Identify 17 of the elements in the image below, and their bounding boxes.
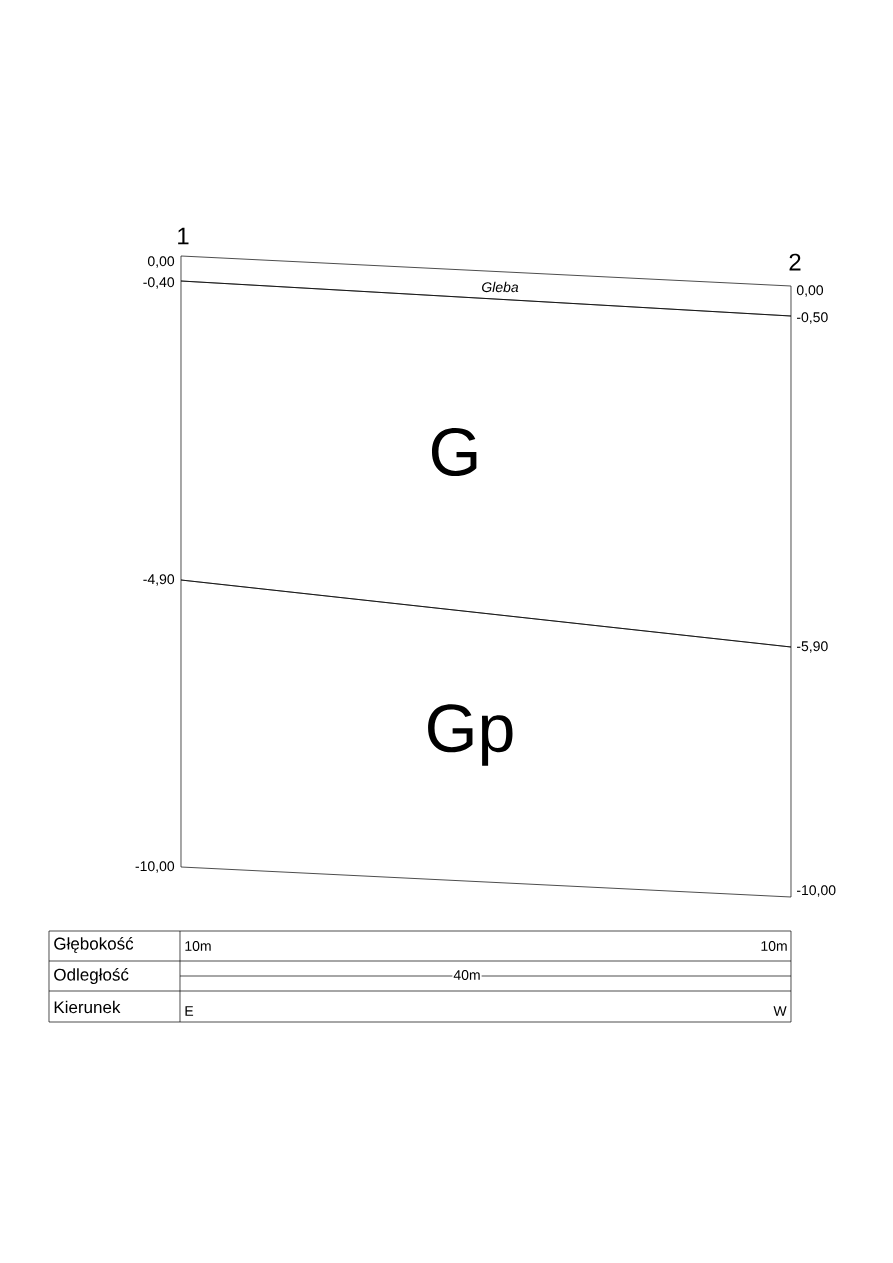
table-value: E <box>185 1006 194 1016</box>
depth-label: 0,00 <box>147 256 175 268</box>
row-header: Odległość <box>54 968 129 985</box>
row-header: Kierunek <box>54 1000 121 1014</box>
depth-label: 0,00 <box>796 285 824 297</box>
borehole-number: 2 <box>789 253 801 271</box>
distance-label: 40m <box>452 969 482 981</box>
depth-label: -4,90 <box>143 574 175 586</box>
table-value: 10m <box>185 941 211 951</box>
table-value: W <box>773 1006 787 1016</box>
table-value: 10m <box>761 941 787 951</box>
row-header: Głębokość <box>54 937 134 954</box>
soil-layer: Gp <box>180 579 792 898</box>
depth-label: -5,90 <box>797 641 828 653</box>
depth-label: -0,40 <box>143 277 175 289</box>
borehole-number: 1 <box>178 227 189 245</box>
depth-label: -0,50 <box>797 312 828 324</box>
